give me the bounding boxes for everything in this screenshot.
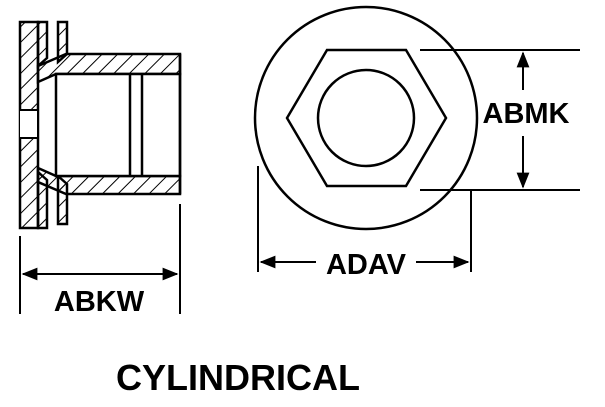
label-abmk: ABMK xyxy=(483,98,570,130)
face-recess xyxy=(20,109,39,139)
side-section-view xyxy=(18,20,182,230)
label-abkw: ABKW xyxy=(54,286,145,318)
fin-upper-1 xyxy=(36,20,49,69)
hex-outline xyxy=(285,48,448,188)
internal-cavity xyxy=(54,72,182,178)
outer-circle xyxy=(253,5,479,231)
dimension-abmk xyxy=(420,49,580,191)
front-view xyxy=(253,5,479,231)
label-adav: ADAV xyxy=(326,249,407,281)
shape-caption: CYLINDRICAL xyxy=(116,357,360,398)
dimension-abkw xyxy=(19,204,181,314)
bore-circle xyxy=(316,68,416,168)
dimension-adav xyxy=(257,166,472,272)
